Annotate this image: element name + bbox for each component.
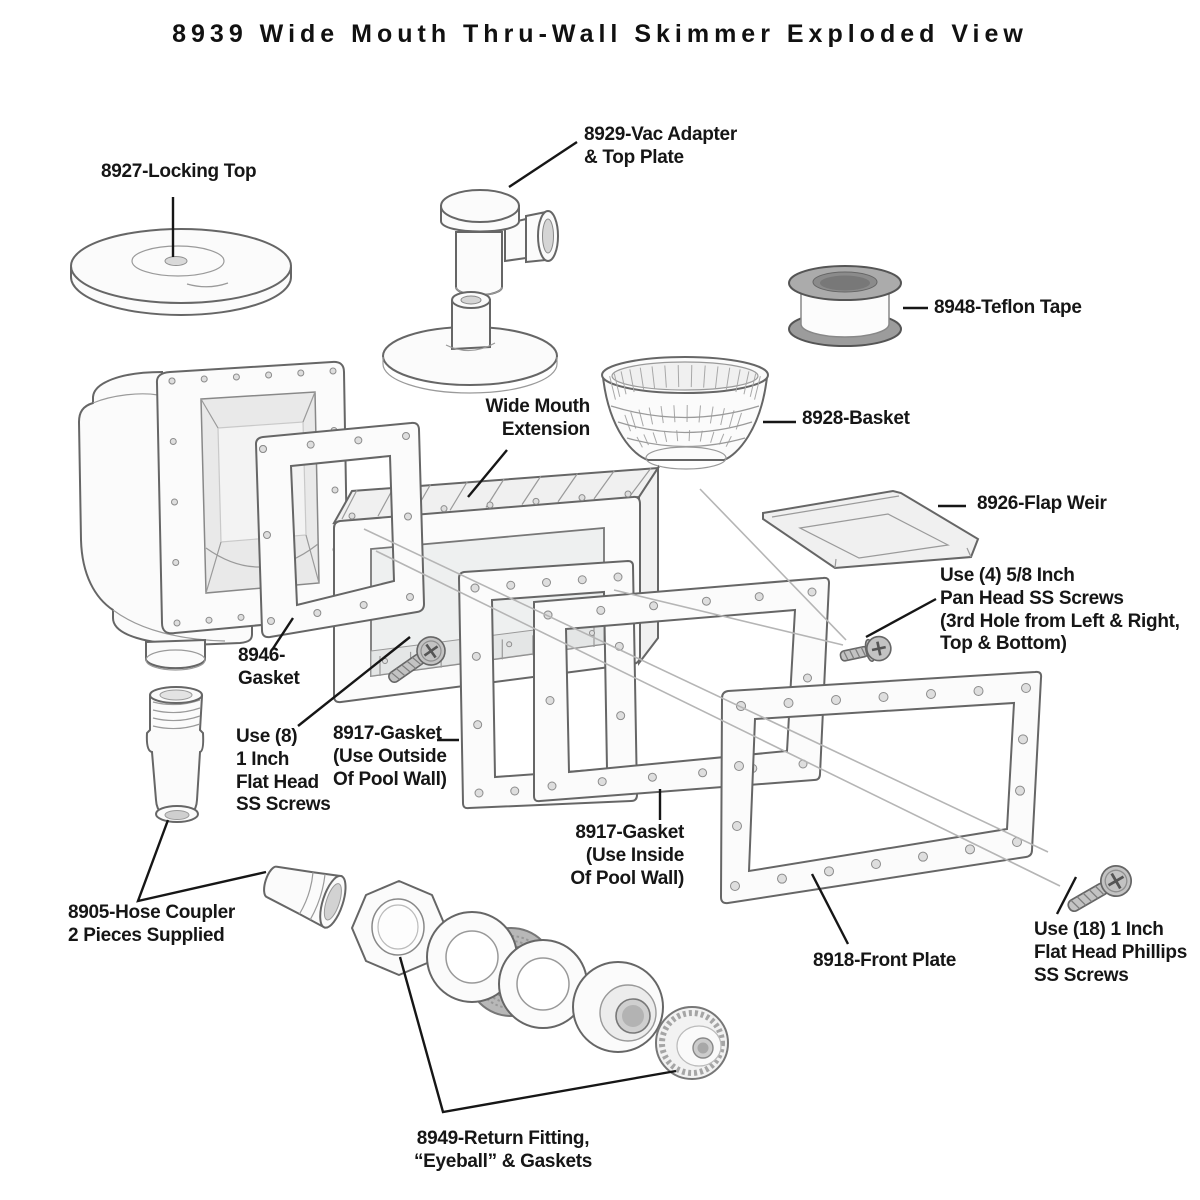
label-basket: 8928-Basket bbox=[802, 408, 910, 429]
flap-weir-part bbox=[762, 489, 980, 570]
label-teflon-tape: 8948-Teflon Tape bbox=[934, 297, 1082, 318]
screws bbox=[388, 635, 1132, 913]
label-gasket-8946: 8946- Gasket bbox=[238, 645, 300, 689]
top-plate-part bbox=[382, 291, 558, 394]
hose-coupler-2-part bbox=[263, 865, 347, 929]
hose-coupler-1-part bbox=[145, 686, 205, 823]
label-pan-head-screws: Use (4) 5/8 Inch Pan Head SS Screws (3rd… bbox=[940, 565, 1180, 655]
locknut-part bbox=[351, 880, 447, 976]
label-gasket-8917-outside: 8917-Gasket (Use Outside Of Pool Wall) bbox=[333, 723, 447, 790]
white-washer-2-part bbox=[498, 939, 588, 1029]
return-fitting-part bbox=[263, 865, 729, 1080]
label-flat-head-phillips-18: Use (18) 1 Inch Flat Head Phillips SS Sc… bbox=[1034, 919, 1187, 986]
label-vac-adapter: 8929-Vac Adapter & Top Plate bbox=[584, 124, 737, 168]
return-flange-part bbox=[572, 961, 664, 1053]
alignment-lines bbox=[363, 488, 1061, 887]
basket-part bbox=[601, 356, 769, 470]
leader-lines bbox=[136, 140, 1078, 1114]
front-plate-part bbox=[719, 670, 1043, 905]
eyeball-part bbox=[655, 1006, 729, 1080]
label-flat-head-screws-8: Use (8) 1 Inch Flat Head SS Screws bbox=[236, 726, 331, 816]
white-washer-1-part bbox=[426, 911, 518, 1003]
label-wide-mouth-extension: Wide Mouth Extension bbox=[485, 396, 591, 440]
label-locking-top: 8927-Locking Top bbox=[101, 161, 257, 182]
page-title: 8939 Wide Mouth Thru-Wall Skimmer Explod… bbox=[172, 20, 1028, 48]
label-hose-coupler: 8905-Hose Coupler 2 Pieces Supplied bbox=[68, 902, 236, 946]
teflon-tape-part bbox=[788, 265, 902, 347]
gasket-8946-part bbox=[254, 421, 426, 639]
locking-top-part bbox=[70, 228, 292, 316]
vac-adapter-part bbox=[440, 189, 559, 296]
gasket-8917-inside-part bbox=[533, 576, 831, 803]
label-gasket-8917-inside: 8917-Gasket (Use Inside Of Pool Wall) bbox=[570, 822, 684, 889]
label-return-fitting: 8949-Return Fitting, “Eyeball” & Gaskets bbox=[413, 1128, 593, 1172]
label-flap-weir: 8926-Flap Weir bbox=[977, 493, 1107, 514]
label-front-plate: 8918-Front Plate bbox=[813, 950, 957, 971]
